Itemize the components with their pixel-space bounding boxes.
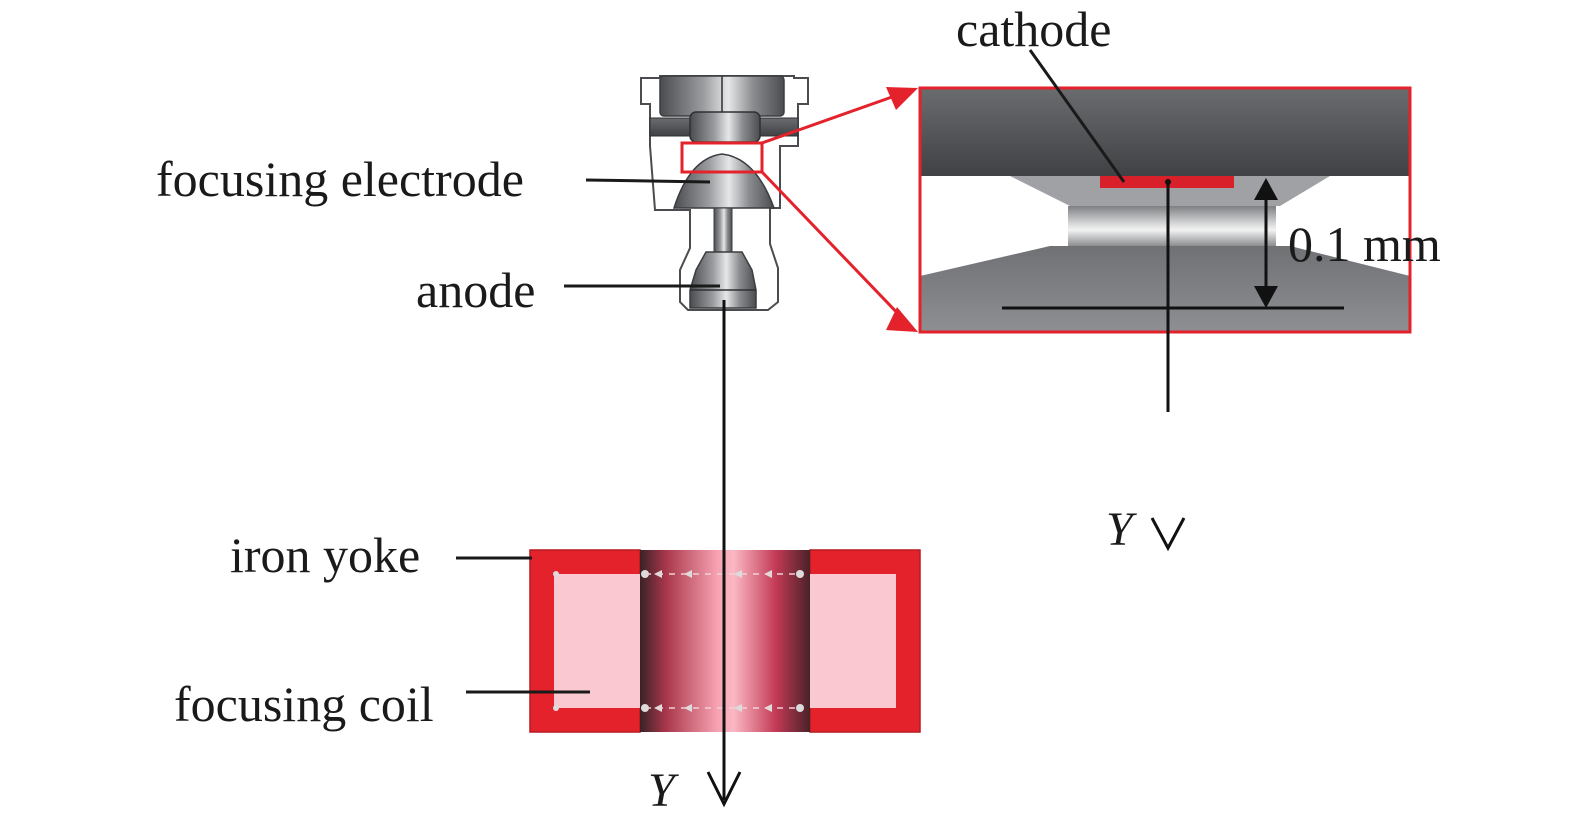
label-cathode: cathode (956, 1, 1111, 57)
callout-arrowhead-top (886, 87, 918, 110)
focusing-coil-assembly (529, 549, 921, 733)
leader-lines (456, 49, 1126, 694)
label-focusing-coil: focusing coil (174, 676, 434, 732)
label-gap: 0.1 mm (1288, 216, 1441, 272)
electron-gun (640, 75, 809, 311)
inset-top-slab (920, 88, 1410, 176)
callout-arrowhead-bottom (886, 307, 918, 332)
focusing-coil-right (810, 574, 896, 708)
right-y-axis (1150, 179, 1186, 552)
zoom-callout-lines (760, 87, 918, 332)
label-anode: anode (416, 262, 535, 318)
label-focusing-electrode: focusing electrode (156, 151, 524, 207)
label-axis-left: Y (648, 764, 679, 817)
gun-stem (713, 207, 733, 253)
inset-neck (1068, 206, 1276, 246)
inset-lower-body (920, 246, 1410, 332)
leader-focusing-electrode (585, 178, 711, 184)
label-axis-right: Y (1106, 503, 1137, 556)
leader-cathode (1028, 49, 1126, 183)
zoom-inset (918, 86, 1412, 334)
zoom-source-box (680, 141, 764, 174)
focusing-coil-left (554, 574, 640, 708)
label-iron-yoke: iron yoke (230, 527, 420, 583)
focusing-electrode-shape (672, 153, 776, 209)
inset-border (918, 86, 1412, 334)
left-y-axis (706, 300, 742, 808)
